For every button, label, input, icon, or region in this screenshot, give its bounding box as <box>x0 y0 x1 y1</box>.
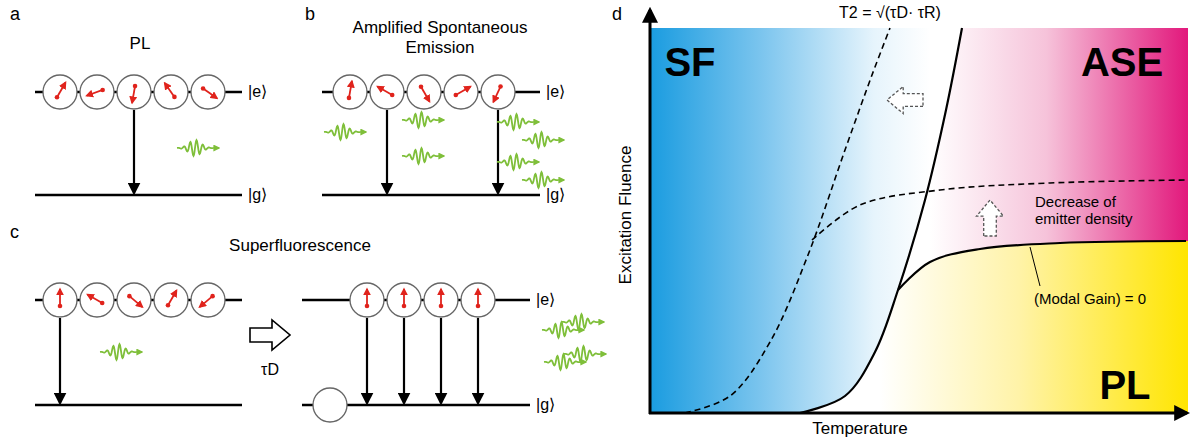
region-label: PL <box>1099 362 1150 408</box>
photon-wavepacket <box>497 114 539 129</box>
panel-letter: c <box>10 222 19 243</box>
emitter <box>407 75 441 109</box>
emitter <box>333 75 367 109</box>
emitter <box>117 283 151 317</box>
panel-title: Amplified Spontaneous Emission <box>350 18 530 57</box>
transition-arrow <box>440 318 442 403</box>
y-axis <box>649 10 652 414</box>
photon-wavepacket <box>497 154 539 169</box>
transition-arrow <box>477 318 479 403</box>
state-label: |e⟩ <box>248 83 267 101</box>
emitter <box>424 283 458 317</box>
leader-line <box>1030 247 1040 286</box>
pl-region <box>800 241 1188 413</box>
panel-letter: d <box>612 4 622 25</box>
region-label: SF <box>664 39 715 85</box>
emitter <box>117 75 151 109</box>
emitter <box>191 283 225 317</box>
gain-boundary-shifted <box>812 180 1186 240</box>
panel-letter: b <box>305 4 315 25</box>
formula: T2 = √(τD· τR) <box>839 4 941 22</box>
phase-regions <box>650 28 1188 413</box>
state-label: |g⟩ <box>536 396 555 414</box>
emitter <box>350 283 384 317</box>
drawing <box>35 10 1187 422</box>
hollow-arrow <box>250 320 290 350</box>
panel-title: Superfluorescence <box>229 236 371 256</box>
emitter <box>154 75 188 109</box>
photon-wavepacket <box>402 112 444 127</box>
emitter <box>461 283 495 317</box>
energy-level <box>35 404 242 407</box>
energy-level <box>35 194 242 197</box>
panel-letter: a <box>10 4 20 25</box>
annotation: (Modal Gain) = 0 <box>1034 290 1146 307</box>
phase-boundaries <box>685 28 1186 413</box>
transition-arrow <box>133 110 135 193</box>
state-label: |g⟩ <box>248 186 267 204</box>
photon-wavepacket <box>324 124 366 139</box>
x-axis <box>649 412 1187 415</box>
transition-arrow <box>403 318 405 403</box>
emitter <box>481 75 515 109</box>
axis-label: Temperature <box>812 419 907 439</box>
photon-wavepacket <box>100 344 142 359</box>
transition-arrow <box>59 318 61 403</box>
axis-label: Excitation Fluence <box>616 146 636 285</box>
transition-arrow <box>386 110 388 193</box>
delay-label: τD <box>261 361 279 379</box>
state-label: |e⟩ <box>536 291 555 309</box>
photon-wavepacket <box>522 172 564 187</box>
photon-wavepacket <box>402 148 444 163</box>
emitter <box>43 283 77 317</box>
state-label: |e⟩ <box>546 83 565 101</box>
annotation: Decrease of emitter density <box>1035 193 1163 228</box>
hollow-arrow <box>977 200 1004 236</box>
panel-title: PL <box>130 34 151 54</box>
hollow-arrow <box>887 87 923 114</box>
energy-level <box>322 194 540 197</box>
emitter <box>191 75 225 109</box>
photon-wavepacket <box>564 346 606 361</box>
photon-wavepacket <box>522 132 564 147</box>
transition-arrow <box>366 318 368 403</box>
emitter <box>444 75 478 109</box>
emitter <box>80 75 114 109</box>
emitter <box>313 388 347 422</box>
emitter <box>370 75 404 109</box>
sf-boundary-shifted <box>685 28 890 413</box>
emitter <box>43 75 77 109</box>
gain-boundary <box>898 241 1186 290</box>
photon-wavepacket <box>177 140 219 155</box>
emitter <box>80 283 114 317</box>
state-label: |g⟩ <box>546 186 565 204</box>
emitter <box>154 283 188 317</box>
sf-boundary <box>800 28 962 413</box>
emitter <box>387 283 421 317</box>
photon-wavepacket <box>562 314 604 329</box>
region-label: ASE <box>1081 39 1163 85</box>
